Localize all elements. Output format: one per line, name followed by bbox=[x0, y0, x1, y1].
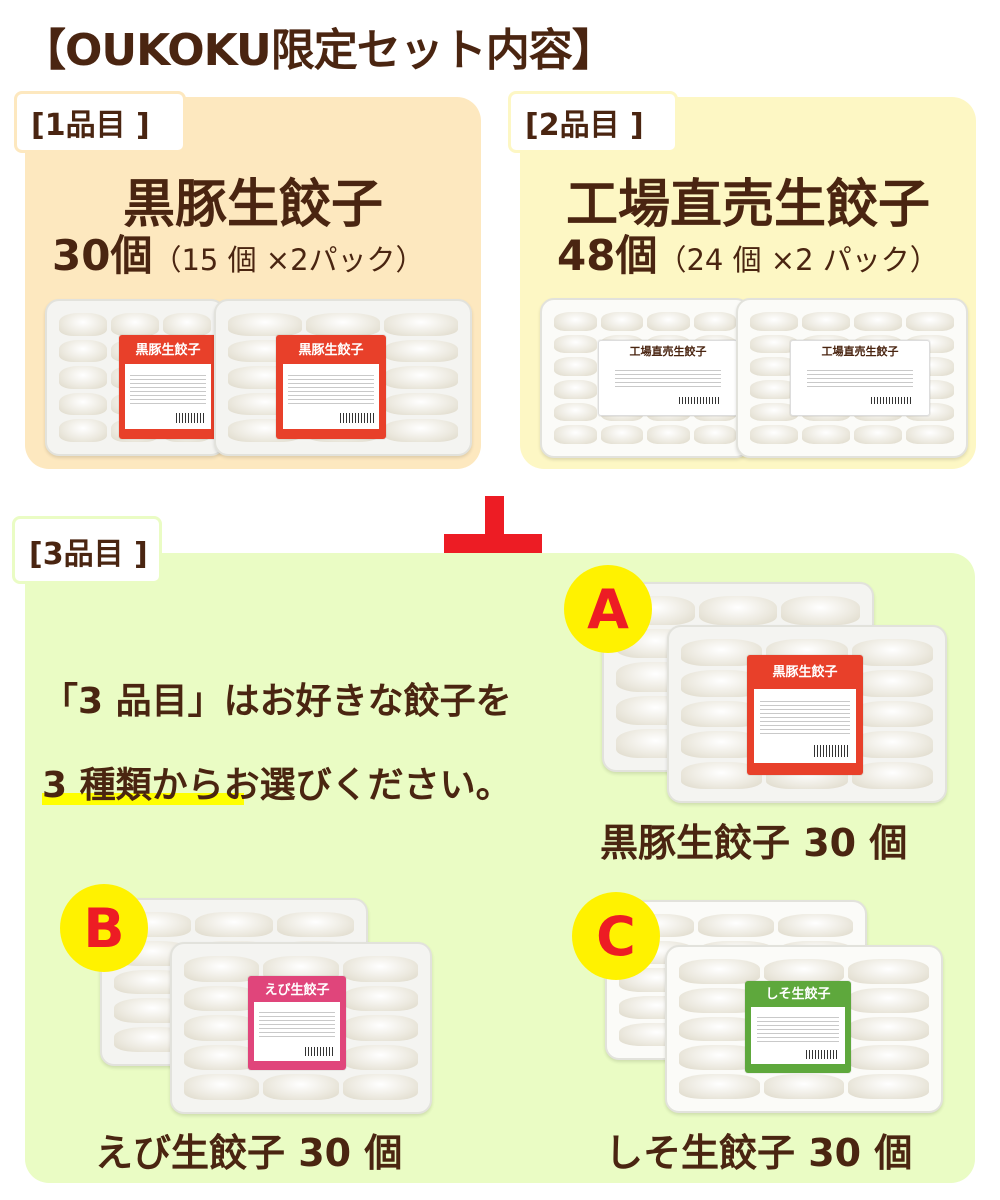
item2-quantity: 48個（24 個 ×2 パック） bbox=[557, 222, 939, 283]
option-c-package-label: しそ生餃子 bbox=[745, 981, 851, 1073]
package-label-text: 工場直売生餃子 bbox=[629, 344, 707, 358]
item3-tag: [3品目 ] bbox=[12, 516, 162, 584]
page-title: 【OUKOKU限定セット内容】 bbox=[22, 25, 616, 76]
option-a-caption: 黒豚生餃子 30 個 bbox=[600, 821, 908, 865]
option-a-product-image-front: 黒豚生餃子 bbox=[667, 625, 947, 803]
option-c-product-image-front: しそ生餃子 bbox=[665, 945, 943, 1113]
item1-quantity-detail: （15 個 ×2パック） bbox=[152, 243, 425, 277]
item2-package-label: 工場直売生餃子 bbox=[598, 340, 738, 416]
package-label-text: しそ生餃子 bbox=[765, 987, 831, 1003]
package-label-text: 黒豚生餃子 bbox=[135, 343, 201, 359]
item1-product-image-right: 黒豚生餃子 bbox=[214, 299, 472, 456]
item1-quantity: 30個（15 個 ×2パック） bbox=[52, 222, 425, 283]
option-c[interactable]: しそ生餃子 C しそ生餃子 30 個 bbox=[570, 870, 970, 1180]
option-c-badge: C bbox=[572, 892, 660, 980]
option-b-package-label: えび生餃子 bbox=[248, 976, 346, 1070]
package-label-text: 工場直売生餃子 bbox=[821, 344, 899, 358]
package-label-text: えび生餃子 bbox=[264, 982, 330, 998]
option-c-caption: しそ生餃子 30 個 bbox=[605, 1131, 913, 1175]
item1-name: 黒豚生餃子 bbox=[122, 175, 383, 235]
option-b[interactable]: えび生餃子 B えび生餃子 30 個 bbox=[55, 870, 475, 1180]
item1-package-label: 黒豚生餃子 bbox=[119, 335, 217, 439]
option-b-badge: B bbox=[60, 884, 148, 972]
item2-quantity-count: 48個 bbox=[557, 231, 658, 280]
option-a[interactable]: 黒豚生餃子 A 黒豚生餃子 30 個 bbox=[564, 565, 970, 870]
item2-product-image-left: 工場直売生餃子 bbox=[540, 298, 750, 458]
item1-package-label: 黒豚生餃子 bbox=[276, 335, 386, 439]
item1-product-image-left: 黒豚生餃子 bbox=[45, 299, 225, 456]
option-a-package-label: 黒豚生餃子 bbox=[747, 655, 863, 775]
instruction-line-1: 「3 品目」はお好きな餃子を bbox=[42, 681, 512, 722]
item2-package-label: 工場直売生餃子 bbox=[790, 340, 930, 416]
item1-quantity-count: 30個 bbox=[52, 231, 153, 280]
instruction-line-2: 3 種類からお選びください。 bbox=[42, 765, 512, 806]
item2-tag: [2品目 ] bbox=[508, 91, 678, 153]
option-b-product-image-front: えび生餃子 bbox=[170, 942, 432, 1114]
option-a-badge: A bbox=[564, 565, 652, 653]
item2-quantity-detail: （24 個 ×2 パック） bbox=[657, 243, 939, 277]
package-label-text: 黒豚生餃子 bbox=[298, 343, 364, 359]
option-b-caption: えび生餃子 30 個 bbox=[95, 1131, 403, 1175]
plus-icon-horizontal bbox=[444, 534, 542, 554]
item1-tag: [1品目 ] bbox=[14, 91, 186, 153]
highlight-underline bbox=[42, 793, 244, 805]
package-label-text: 黒豚生餃子 bbox=[772, 665, 838, 681]
selection-instructions: 「3 品目」はお好きな餃子を 3 種類からお選びください。 bbox=[42, 660, 512, 828]
item2-name: 工場直売生餃子 bbox=[565, 175, 930, 235]
item2-product-image-right: 工場直売生餃子 bbox=[736, 298, 968, 458]
